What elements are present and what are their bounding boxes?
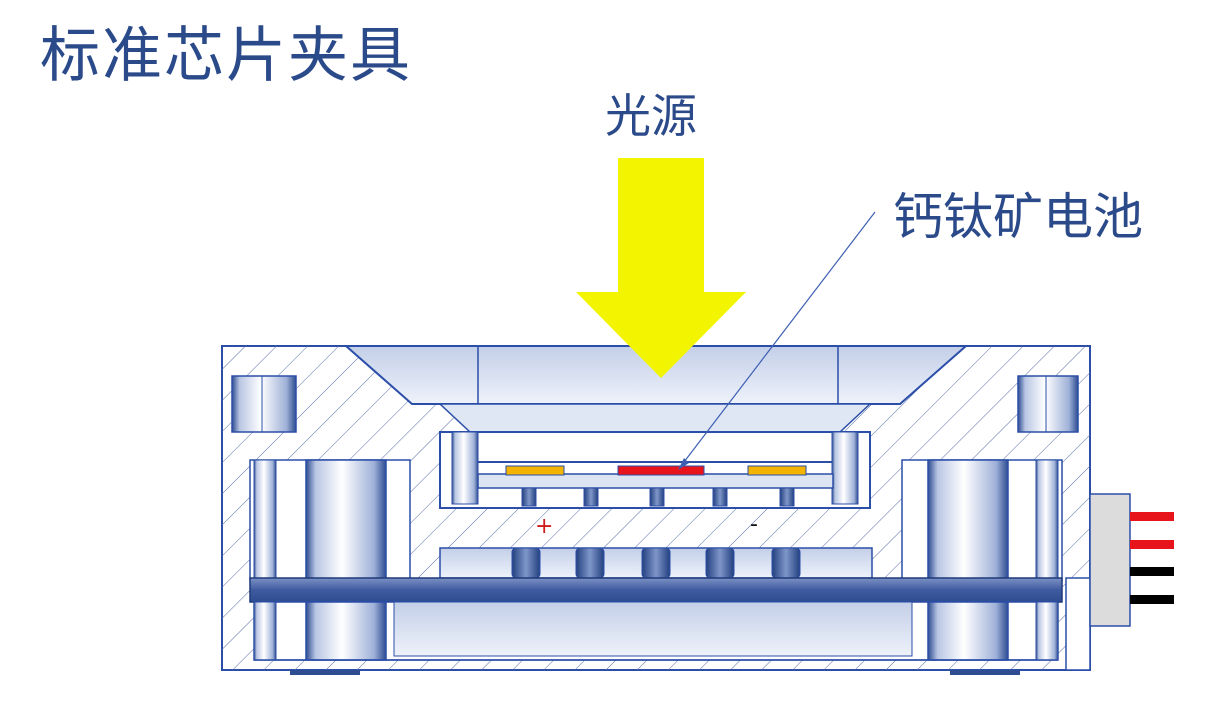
- cell-leader-line: [683, 211, 876, 463]
- base-post-left-thin: [253, 601, 277, 661]
- wire-red-2: [1130, 540, 1174, 549]
- wire-black-2: [1130, 595, 1174, 604]
- post-right: [927, 459, 1009, 581]
- positive-sign: +: [535, 514, 553, 539]
- pogo-pin: [779, 487, 795, 507]
- light-funnel: [343, 345, 969, 405]
- spring-pin: [771, 547, 801, 579]
- pogo-pin: [583, 487, 599, 507]
- spring-pin: [511, 547, 541, 579]
- perovskite-cell-label: 钙钛矿电池: [893, 188, 1143, 246]
- down-arrow-icon: [576, 158, 746, 378]
- base-post-right: [927, 601, 1009, 661]
- pogo-pins-upper: [521, 487, 795, 507]
- spring-pin: [641, 547, 671, 579]
- top-screw-right: [1017, 375, 1079, 433]
- cavity-side-left: [451, 431, 479, 505]
- wire-black-1: [1130, 567, 1174, 576]
- pogo-pins-lower: [511, 547, 801, 579]
- top-screw-left: [231, 375, 297, 433]
- funnel-lower: [438, 403, 872, 433]
- pogo-pin: [521, 487, 537, 507]
- electrode-right: [747, 465, 807, 476]
- pcb-board: [249, 577, 1063, 603]
- negative-sign: -: [750, 512, 758, 537]
- cell-leader-arrowhead: [678, 458, 689, 470]
- pogo-pin: [649, 487, 665, 507]
- chip-substrate: [477, 473, 834, 489]
- post-left: [305, 459, 387, 581]
- post-left-thin: [253, 459, 277, 581]
- foot-right: [950, 670, 1020, 675]
- perovskite-cell: [617, 465, 705, 476]
- fixture-lower-step: [1065, 577, 1091, 671]
- base-post-right-thin: [1035, 601, 1059, 661]
- base-post-left: [305, 601, 387, 661]
- diagram-title: 标准芯片夹具: [40, 21, 412, 91]
- electrode-left: [505, 465, 565, 476]
- wire-red-1: [1130, 512, 1174, 521]
- wire-connector: [1089, 493, 1131, 627]
- post-right-thin: [1035, 459, 1059, 581]
- base-plate: [393, 601, 913, 657]
- spring-pin: [705, 547, 735, 579]
- light-source-label: 光源: [605, 89, 697, 143]
- foot-left: [290, 670, 360, 675]
- pogo-pin: [712, 487, 728, 507]
- spring-pin: [575, 547, 605, 579]
- cavity-side-right: [831, 431, 859, 505]
